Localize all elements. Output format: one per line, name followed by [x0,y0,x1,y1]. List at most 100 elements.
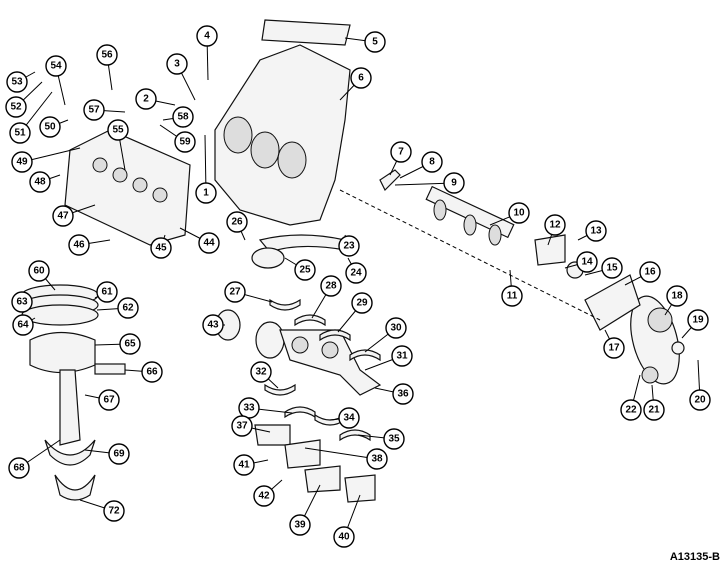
callout-number: 3 [174,59,180,70]
cylinder-block [214,44,351,226]
callout-number: 60 [33,266,45,277]
callout-number: 10 [513,208,525,219]
callout-circle [83,99,105,121]
callout-circle [195,182,217,204]
callout-circle [443,172,465,194]
callout-circle [103,500,125,522]
callout-25: 25 [294,259,316,281]
callout-circle [172,106,194,128]
callout-10: 10 [508,202,530,224]
callout-circle [52,205,74,227]
crankshaft [215,309,382,396]
callout-circle [576,251,598,273]
callout-64: 64 [12,314,34,336]
callout-6: 6 [350,67,372,89]
callout-circle [198,232,220,254]
callout-circle [294,259,316,281]
callout-number: 52 [10,102,22,113]
callout-circle [350,67,372,89]
callout-number: 6 [358,73,364,84]
callout-circle [166,53,188,75]
callout-33: 33 [238,397,260,419]
callout-circle [5,96,27,118]
callout-circle [603,337,625,359]
callout-circle [68,234,90,256]
callout-23: 23 [338,235,360,257]
callout-55: 55 [107,119,129,141]
callout-circle [687,309,709,331]
callout-circle [28,260,50,282]
callout-number: 61 [101,287,113,298]
callout-number: 23 [343,241,355,252]
callout-58: 58 [172,106,194,128]
callout-circle [39,116,61,138]
callout-circle [174,131,196,153]
callout-19: 19 [687,309,709,331]
callout-60: 60 [28,260,50,282]
callout-4: 4 [196,25,218,47]
callout-circle [202,314,224,336]
callout-number: 43 [207,320,219,331]
callout-67: 67 [98,389,120,411]
callout-number: 65 [124,339,136,350]
callout-circle [601,257,623,279]
callout-number: 17 [608,343,620,354]
callout-30: 30 [385,317,407,339]
callout-circle [585,220,607,242]
callout-circle [366,448,388,470]
callout-28: 28 [320,275,342,297]
callout-circle [620,399,642,421]
callout-number: 2 [143,94,149,105]
callout-circle [338,407,360,429]
callout-circle [29,171,51,193]
callout-22: 22 [620,399,642,421]
callout-number: 53 [11,77,23,88]
callout-38: 38 [366,448,388,470]
callout-circle [119,333,141,355]
callout-46: 46 [68,234,90,256]
callout-44: 44 [198,232,220,254]
callout-number: 62 [122,303,134,314]
callout-number: 38 [371,454,383,465]
callout-27: 27 [224,281,246,303]
callout-12: 12 [544,214,566,236]
callout-26: 26 [226,211,248,233]
callout-16: 16 [639,261,661,283]
bearing-shells [264,298,381,442]
callout-number: 36 [397,389,409,400]
callout-14: 14 [576,251,598,273]
callout-8: 8 [421,151,443,173]
callout-circle [392,383,414,405]
callout-21: 21 [643,399,665,421]
callout-circle [150,237,172,259]
callout-circle [345,262,367,284]
callout-36: 36 [392,383,414,405]
callout-number: 55 [112,125,124,136]
callout-number: 29 [356,298,368,309]
callout-circle [689,389,711,411]
callout-circle [96,44,118,66]
callout-number: 22 [625,405,637,416]
callout-circle [135,88,157,110]
callout-number: 67 [103,395,115,406]
callout-number: 35 [388,434,400,445]
callout-59: 59 [174,131,196,153]
callout-circle [508,202,530,224]
callout-72: 72 [103,500,125,522]
callout-57: 57 [83,99,105,121]
callout-42: 42 [253,485,275,507]
callout-1: 1 [195,182,217,204]
callout-number: 20 [694,395,706,406]
callout-circle [11,151,33,173]
callout-18: 18 [666,285,688,307]
callout-number: 72 [108,506,120,517]
callout-number: 16 [644,267,656,278]
figure-id-label: A13135-B [669,551,720,563]
callout-number: 58 [177,112,189,123]
callout-number: 26 [231,217,243,228]
callout-number: 47 [57,211,69,222]
callout-43: 43 [202,314,224,336]
callout-circle [544,214,566,236]
callout-number: 5 [372,37,378,48]
callout-number: 59 [179,137,191,148]
